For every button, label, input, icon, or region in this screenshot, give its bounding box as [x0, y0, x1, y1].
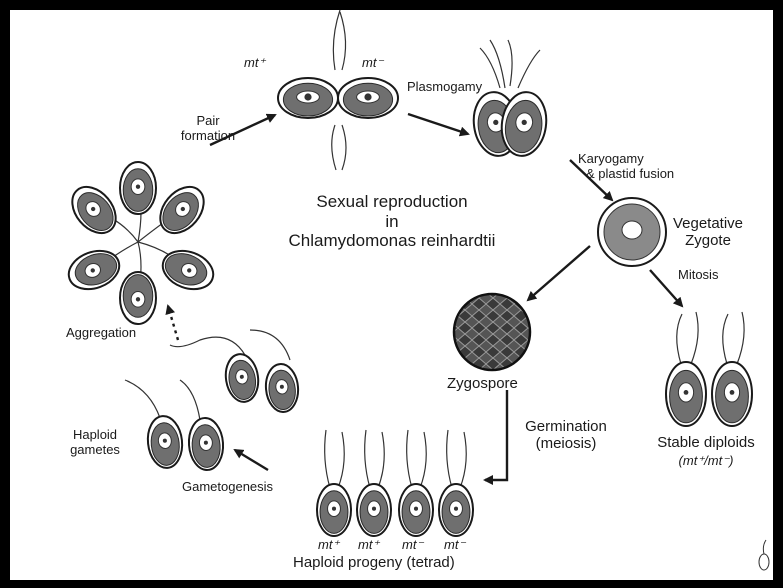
aggregation-cell-4 [120, 272, 156, 324]
flagellum-pair-1 [333, 10, 340, 70]
pair-formation-line-1: Pair [168, 114, 248, 129]
gametogenesis-label: Gametogenesis [182, 480, 273, 495]
flagellum-diploid-1 [677, 314, 682, 364]
flagellum-gamete-1 [170, 337, 245, 355]
tetrad-mt-label-3: mt⁻ [402, 538, 423, 553]
pair-mt-minus-label: mt⁻ [362, 56, 383, 71]
title-line-2: in [282, 212, 502, 232]
karyogamy-line-2: & plastid fusion [578, 167, 674, 182]
flagellum-tetrad-1 [325, 430, 330, 488]
zygospore-label: Zygospore [447, 375, 518, 392]
arrow-gametogenesis [235, 450, 268, 470]
arrow-aggregation [168, 306, 178, 340]
stable-diploids-label: Stable diploids (mt⁺/mt⁻) [646, 434, 766, 469]
flagellum-diploid-3 [723, 314, 728, 364]
karyogamy-line-1: Karyogamy [578, 152, 674, 167]
vegetative-zygote-label: Vegetative Zygote [668, 215, 748, 250]
flagellum-diploid-2 [691, 312, 698, 364]
diagram-title: Sexual reproduction in Chlamydomonas rei… [282, 192, 502, 251]
pair-cell-mt-plus [278, 78, 338, 118]
stable-diploid-cell-2 [712, 362, 752, 426]
flagellum-gamete-2 [250, 330, 290, 360]
flagellum-tetrad-6 [420, 432, 426, 488]
tetrad-cell-2 [357, 484, 391, 536]
diagram-panel: Sexual reproduction in Chlamydomonas rei… [10, 10, 773, 580]
stable-diploid-cell-1 [666, 362, 706, 426]
flagellum-plasmo-2 [508, 40, 512, 86]
meiosis-line: (meiosis) [516, 435, 616, 452]
small-corner-cell [759, 540, 769, 570]
flagellum-tetrad-7 [447, 430, 452, 488]
zygote-line: Zygote [668, 232, 748, 249]
arrow-to-zygospore [528, 246, 590, 300]
flagellum-tetrad-4 [378, 432, 384, 488]
pair-cell-mt-minus [338, 78, 398, 118]
flagellum-pair-4 [342, 125, 346, 170]
diploid-mating-type-line: (mt⁺/mt⁻) [646, 454, 766, 469]
tetrad-mt-label-2: mt⁺ [358, 538, 379, 553]
flagellum-tetrad-5 [407, 430, 412, 488]
arrow-plasmogamy [408, 114, 468, 134]
aggregation-cell-1 [120, 162, 156, 214]
haploid-gamete-cell-2 [187, 417, 225, 471]
tetrad-mt-label-4: mt⁻ [444, 538, 465, 553]
pair-mt-plus-label: mt⁺ [244, 56, 265, 71]
vegetative-zygote-cell [598, 198, 666, 266]
haploid-progeny-label: Haploid progeny (tetrad) [293, 554, 455, 571]
life-cycle-illustration [10, 10, 773, 580]
flagellum-haploid-1 [125, 380, 160, 418]
flagellum-tetrad-3 [365, 430, 370, 488]
gamete-cell-1 [223, 352, 261, 404]
flagellum-pair-2 [340, 12, 346, 70]
flagellum-tetrad-2 [338, 432, 344, 488]
arrow-germination [485, 390, 507, 480]
title-line-3: Chlamydomonas reinhardtii [282, 231, 502, 251]
aggregation-cell-2 [151, 179, 212, 242]
zygospore-cell [454, 294, 530, 370]
aggregation-cell-5 [63, 244, 124, 296]
karyogamy-label: Karyogamy & plastid fusion [578, 152, 674, 182]
tetrad-cell-1 [317, 484, 351, 536]
germination-line: Germination [516, 418, 616, 435]
pair-formation-label: Pair formation [168, 114, 248, 144]
aggregation-cell-3 [157, 244, 218, 296]
aggregation-cell-6 [63, 179, 124, 242]
haploid-gametes-label: Haploid gametes [60, 428, 130, 458]
aggregation-label: Aggregation [66, 326, 136, 341]
flagellum-pair-3 [332, 125, 336, 170]
flagellum-haploid-2 [180, 380, 200, 420]
vegetative-line: Vegetative [668, 215, 748, 232]
stable-diploids-line: Stable diploids [646, 434, 766, 451]
title-line-1: Sexual reproduction [282, 192, 502, 212]
flagellum-plasmo-3 [518, 50, 540, 88]
gamete-cell-2 [264, 363, 300, 414]
tetrad-cell-3 [399, 484, 433, 536]
gametes-line: gametes [60, 443, 130, 458]
tetrad-mt-label-1: mt⁺ [318, 538, 339, 553]
flagellum-diploid-4 [737, 312, 744, 364]
tetrad-cell-4 [439, 484, 473, 536]
mitosis-label: Mitosis [678, 268, 718, 283]
plasmogamy-label: Plasmogamy [407, 80, 482, 95]
nucleus [622, 221, 642, 239]
flagellum-tetrad-8 [460, 432, 466, 488]
haploid-gamete-cell-1 [145, 414, 184, 469]
haploid-line: Haploid [60, 428, 130, 443]
germination-label: Germination (meiosis) [516, 418, 616, 453]
pair-formation-line-2: formation [168, 129, 248, 144]
